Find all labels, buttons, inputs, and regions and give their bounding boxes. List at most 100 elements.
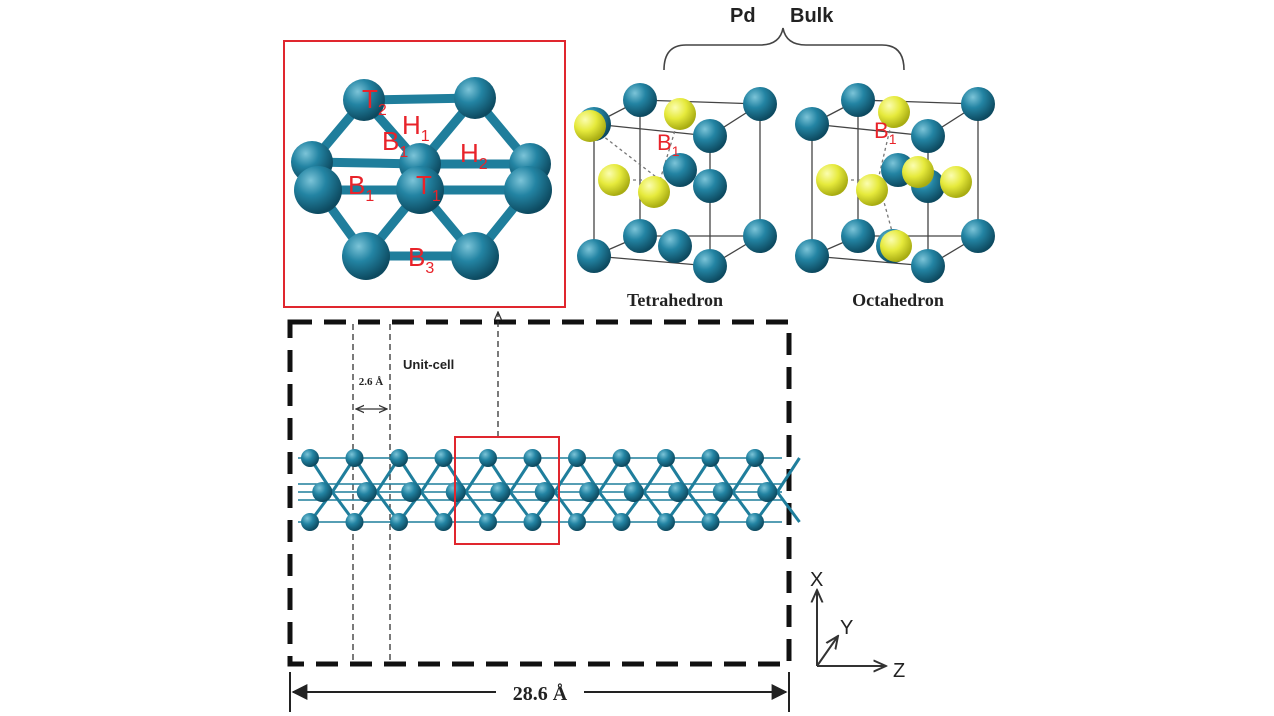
x-axis-label: X [810,569,823,591]
bulk-label-bulk: Bulk [790,5,834,27]
pd-atom [390,449,408,467]
interstitial-atom [902,156,934,188]
surface-sites-panel: T2 H1 B1 H2 B1 T1 B3 [283,40,566,308]
axis-triad: X Y Z [810,569,905,682]
cell-edge [811,123,929,137]
cell-edge [639,99,761,105]
pd-atom [504,166,552,214]
unit-cell-spacing-label: 2.6 Å [359,376,384,388]
pd-atom [312,482,333,502]
interstitial-atom [816,164,848,196]
unit-cell-highlight-box [454,436,560,545]
interstitial-atom [598,164,630,196]
unit-cell-label: Unit-cell [403,357,454,372]
pd-atom [401,482,422,502]
pd-atom [612,449,631,467]
pd-atom [623,219,657,253]
pd-atom [342,232,390,280]
interstitial-atom [878,96,910,128]
bulk-brace [663,27,905,71]
pd-atom [479,449,497,467]
pd-atom [961,219,995,253]
y-axis-label: Y [840,617,853,639]
z-axis-label: Z [893,660,905,682]
pd-atom [343,79,385,121]
pd-atom [668,482,689,502]
site-label-h2: H2 [460,138,488,173]
pd-atom [658,229,692,263]
octa-site-label: B1 [874,118,897,147]
site-label-b1-lower: B1 [348,170,374,205]
pd-atom [301,513,319,531]
pd-atom [693,119,727,153]
pd-atom [623,482,644,502]
pd-atom [345,449,364,467]
pd-atom [746,449,764,467]
pd-atom [434,449,453,467]
pd-atom [434,513,453,531]
cell-edge [811,255,929,267]
pd-atom [911,119,945,153]
length-dimension: 28.6 Å [289,672,790,712]
interstitial-atom [638,176,670,208]
bulk-header: Pd Bulk [663,5,905,71]
pd-atom [390,513,408,531]
octahedron-caption: Octahedron [852,290,944,310]
tetrahedron-atoms [574,83,777,283]
cell-edge [857,99,979,105]
pd-atom [743,219,777,253]
pd-atom [534,482,555,502]
pd-atom [701,449,720,467]
pd-atom [757,482,778,502]
pd-atom [961,87,995,121]
pd-atom [396,166,444,214]
pd-atom [657,513,675,531]
pd-atom [568,513,586,531]
cell-edge [593,255,711,267]
site-label-t2: T2 [362,84,387,119]
pd-atom [663,153,697,187]
pd-atom [712,482,733,502]
nanowire-dashed-frame [287,319,792,667]
interstitial-atom [940,166,972,198]
pd-atom [746,513,764,531]
pd-atom [841,83,875,117]
pd-atom [294,166,342,214]
pd-atom [579,482,600,502]
interstitial-atom [856,174,888,206]
pd-atom [523,513,542,531]
pd-atom [795,107,829,141]
tetra-site-label: B1 [657,130,680,159]
pd-atom [577,239,611,273]
pd-atom [612,513,631,531]
cell-edge [593,123,711,137]
pd-atom [841,219,875,253]
y-axis-arrow [816,636,838,667]
wire-bond [775,457,801,493]
pd-atom [693,249,727,283]
pd-atom [301,449,319,467]
nanowire-panel: 2.6 Å Unit-cell [287,312,801,667]
surface-atoms [291,77,552,280]
tetrahedron-cell: B1 Tetrahedron [574,83,777,310]
wire-bond [776,491,801,523]
tetrahedron-caption: Tetrahedron [627,290,723,310]
site-label-t1: T1 [416,170,441,205]
pd-atom [911,249,945,283]
pd-atom [356,482,377,502]
pd-atom [693,169,727,203]
site-label-b3: B3 [408,242,434,277]
interstitial-atom [664,98,696,130]
pd-atom [451,232,499,280]
bulk-label-pd: Pd [730,5,756,27]
pd-atom [657,449,675,467]
interstitial-atom [880,230,912,262]
pd-atom [454,77,496,119]
dimension-label: 28.6 Å [513,682,568,705]
interstitial-atom [574,110,606,142]
site-label-h1: H1 [402,110,430,145]
pd-atom [623,83,657,117]
pd-atom [568,449,586,467]
octahedron-atoms [795,83,995,283]
